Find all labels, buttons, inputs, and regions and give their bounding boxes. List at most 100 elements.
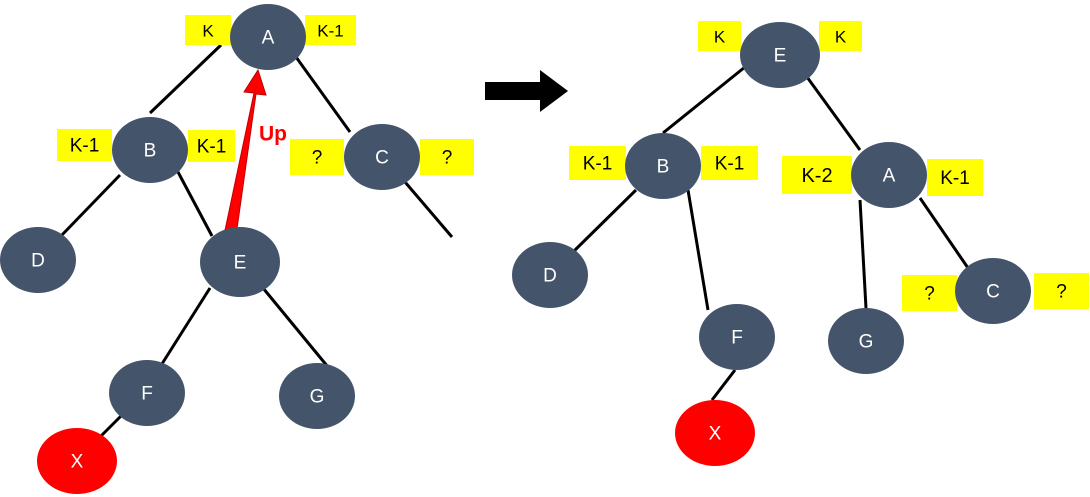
after-node-g: G <box>828 308 904 374</box>
node-circle <box>344 124 420 190</box>
after-edge-b-d <box>571 188 638 254</box>
after-edge-b-f <box>686 189 710 311</box>
rotation-label: Up <box>259 123 287 146</box>
height-label-text: K <box>835 28 847 47</box>
before-node-x: X <box>37 428 117 494</box>
after-edge-a-c <box>918 197 970 269</box>
before-edge-c-dangling <box>403 181 454 238</box>
edges-layer <box>58 43 970 439</box>
height-label-text: K-1 <box>317 22 343 41</box>
before-edge-b-d <box>58 173 122 239</box>
after-node-x: X <box>675 400 755 466</box>
before-node-a: A <box>230 4 306 70</box>
height-label-box <box>305 15 356 45</box>
node-circle <box>625 133 701 199</box>
node-label: X <box>71 452 84 473</box>
height-label-box <box>902 275 957 311</box>
node-circle <box>699 304 775 370</box>
node-label: F <box>141 384 153 405</box>
before-c-right-height-label: ? <box>420 139 474 175</box>
node-circle <box>851 142 927 208</box>
after-edge-e-b <box>662 65 746 135</box>
after-edge-e-a <box>805 76 862 151</box>
after-c-right-height-label: ? <box>1034 273 1089 309</box>
before-node-g: G <box>279 363 355 429</box>
node-label: B <box>657 157 670 178</box>
arrows-layer: Up <box>223 68 568 237</box>
node-label: A <box>883 166 896 187</box>
before-a-right-height-label: K-1 <box>305 15 356 45</box>
after-node-d: D <box>512 242 588 308</box>
height-label-text: ? <box>312 148 323 169</box>
height-label-box <box>569 146 626 180</box>
node-circle <box>740 22 820 88</box>
node-circle <box>955 258 1031 324</box>
node-label: E <box>774 46 787 67</box>
before-edge-e-f <box>158 287 212 368</box>
height-label-text: K <box>714 28 726 47</box>
height-label-box <box>420 139 474 175</box>
after-b-left-height-label: K-1 <box>569 146 626 180</box>
node-label: B <box>144 141 157 162</box>
height-label-box <box>819 21 862 51</box>
up-arrow-icon <box>223 68 267 237</box>
height-label-box <box>188 130 235 162</box>
after-e-left-height-label: K <box>698 21 741 51</box>
height-label-text: K-1 <box>197 137 227 158</box>
before-a-left-height-label: K <box>185 15 231 45</box>
node-label: C <box>375 148 389 169</box>
height-label-text: K-1 <box>583 154 613 175</box>
after-c-left-height-label: ? <box>902 275 957 311</box>
height-label-box <box>1034 273 1089 309</box>
before-b-right-height-label: K-1 <box>188 130 235 162</box>
height-label-text: ? <box>1056 282 1067 303</box>
node-circle <box>279 363 355 429</box>
node-label: G <box>310 387 325 408</box>
before-node-d: D <box>0 227 76 293</box>
node-label: E <box>234 253 247 274</box>
nodes-layer: A B C D E F G X E B A C D F G X <box>0 4 1031 494</box>
height-label-text: K <box>202 22 214 41</box>
before-node-b: B <box>112 117 188 183</box>
height-label-text: ? <box>924 284 935 305</box>
node-circle <box>37 428 117 494</box>
height-label-text: K-1 <box>70 136 100 157</box>
after-b-right-height-label: K-1 <box>701 146 758 180</box>
height-label-text: K-2 <box>801 165 832 187</box>
node-circle <box>200 227 280 297</box>
before-edge-f-x <box>98 413 124 439</box>
before-node-f: F <box>109 360 185 426</box>
node-label: X <box>709 424 722 445</box>
node-label: G <box>859 332 874 353</box>
node-label: D <box>543 266 557 287</box>
height-label-box <box>701 146 758 180</box>
node-circle <box>109 360 185 426</box>
node-circle <box>230 4 306 70</box>
after-edge-f-x <box>710 369 737 401</box>
before-b-left-height-label: K-1 <box>57 129 112 161</box>
node-label: F <box>731 328 743 349</box>
after-a-left-height-label: K-2 <box>782 156 852 194</box>
after-a-right-height-label: K-1 <box>927 159 983 196</box>
transition-arrow-icon <box>485 70 568 112</box>
after-edge-a-g <box>858 199 868 309</box>
height-label-text: ? <box>442 148 453 169</box>
height-label-box <box>782 156 852 194</box>
height-label-box <box>57 129 112 161</box>
after-node-c: C <box>955 258 1031 324</box>
after-node-e: E <box>740 22 820 88</box>
before-edge-b-e <box>176 171 214 237</box>
before-edge-e-g <box>261 287 330 368</box>
height-label-text: K-1 <box>715 154 745 175</box>
height-label-box <box>927 159 983 196</box>
node-circle <box>512 242 588 308</box>
height-label-text: K-1 <box>940 168 970 189</box>
after-node-f: F <box>699 304 775 370</box>
rotation-up-arrow: Up <box>223 68 287 237</box>
node-circle <box>828 308 904 374</box>
before-edge-a-c <box>294 56 352 133</box>
node-circle <box>0 227 76 293</box>
before-edge-a-b <box>148 43 223 115</box>
